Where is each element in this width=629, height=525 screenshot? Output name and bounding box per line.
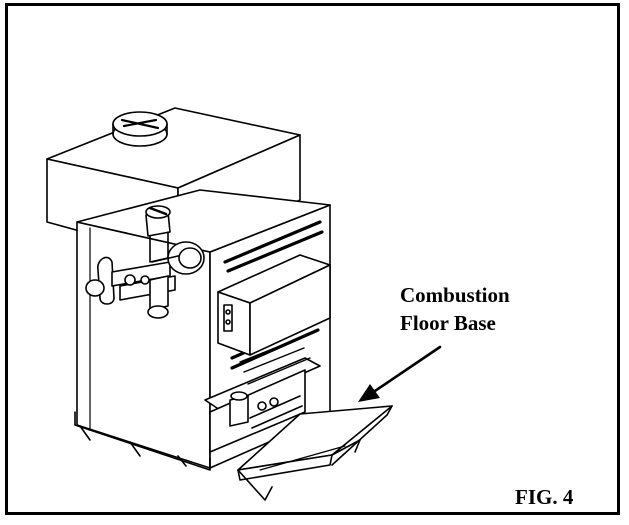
callout-line-1: Combustion <box>400 283 510 307</box>
burner-compartment <box>204 337 321 453</box>
arrow-icon <box>358 345 442 402</box>
callout-line-2: Floor Base <box>400 311 496 335</box>
piping-assembly <box>85 205 205 319</box>
control-box <box>217 254 331 356</box>
cabinet-base <box>74 411 211 471</box>
vent-cap-icon <box>112 111 168 147</box>
callout-label: Combustion Floor Base <box>400 281 510 337</box>
combustion-floor-base <box>237 405 393 501</box>
figure-label: FIG. 4 <box>515 485 574 509</box>
